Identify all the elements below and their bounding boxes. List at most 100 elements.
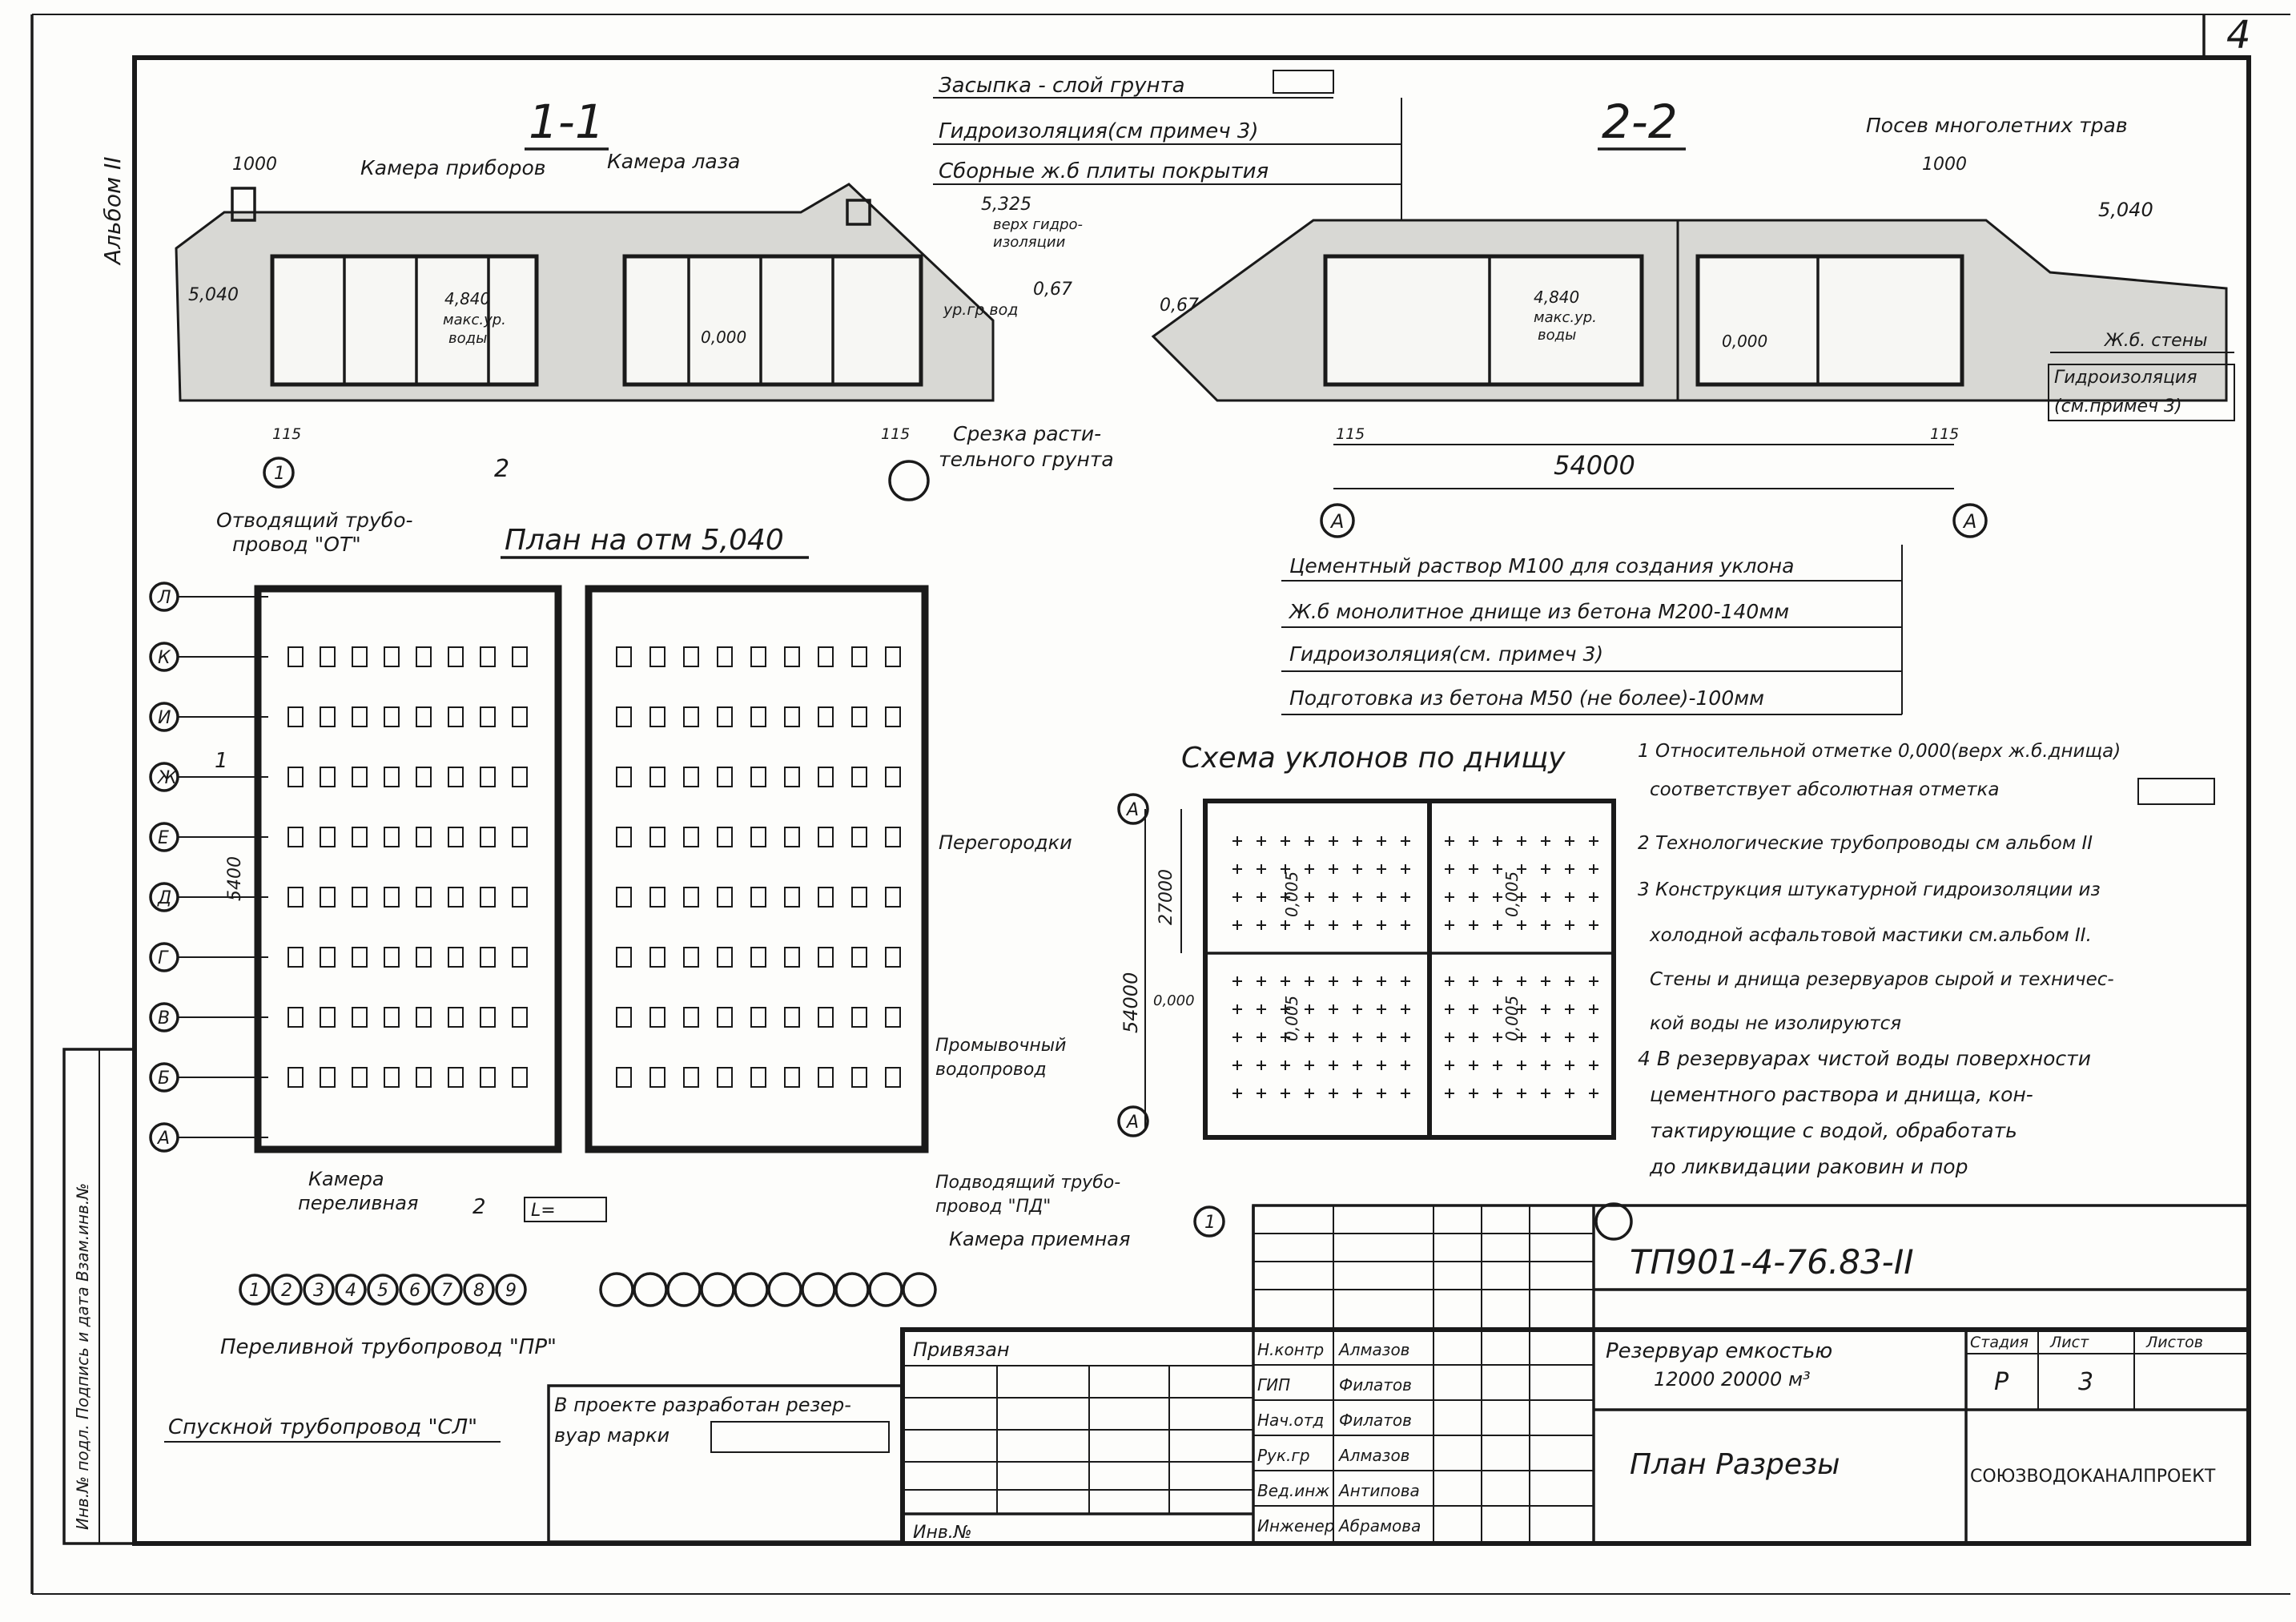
label-grass: Посев многолетних трав	[1866, 114, 2128, 137]
axis-1-a: 1	[274, 464, 285, 484]
column-cell	[480, 1067, 496, 1088]
dim-27000: 27000	[1156, 869, 1176, 925]
column-cell	[616, 827, 632, 847]
stage-val: Р	[1994, 1368, 2009, 1396]
plan-col-circle	[431, 1274, 463, 1306]
note-4: холодной асфальтовой мастики см.альбом I…	[1649, 925, 2092, 946]
column-cell	[649, 1007, 665, 1028]
column-cell	[683, 706, 699, 727]
level-4840-a: 4,840	[444, 289, 490, 308]
plan-col-label: 2	[281, 1281, 292, 1301]
max-level-a: макс.ур.	[443, 312, 506, 328]
slope-a: 0,67	[1033, 280, 1072, 300]
slope-val-1: 0,005	[1282, 871, 1301, 917]
intake-camera: Камера приемная	[949, 1228, 1130, 1250]
column-cell	[416, 947, 432, 968]
org-name: СОЮЗВОДОКАНАЛПРОЕКТ	[1970, 1467, 2216, 1487]
axis-a-2: А	[1962, 510, 1976, 533]
tb-role: Нач.отд	[1257, 1411, 1324, 1430]
column-cell	[448, 706, 464, 727]
column-cell	[480, 706, 496, 727]
plan-row-label: Ж	[156, 768, 178, 788]
column-cell	[851, 1007, 867, 1028]
column-cell	[416, 1067, 432, 1088]
level-0000-b: 0,000	[1722, 332, 1767, 351]
column-cell	[818, 1067, 834, 1088]
plan-col-circle	[367, 1274, 399, 1306]
tb-role: Вед.инж	[1257, 1481, 1329, 1500]
column-cell	[448, 1067, 464, 1088]
column-cell	[885, 887, 901, 908]
column-cell	[512, 1067, 528, 1088]
sheets-h: Листов	[2145, 1334, 2203, 1351]
column-cell	[448, 827, 464, 847]
column-cell	[288, 646, 304, 667]
plan-tank-left	[254, 585, 562, 1153]
column-cell	[512, 947, 528, 968]
plan-col-label: 9	[505, 1281, 517, 1301]
sheet-val: 3	[2078, 1368, 2093, 1396]
ref-line-2: вуар марки	[554, 1424, 669, 1447]
tb-role: Рук.гр	[1257, 1446, 1310, 1465]
column-cell	[416, 887, 432, 908]
plan-row-label: Г	[158, 948, 169, 968]
column-cell	[750, 1007, 766, 1028]
slope-panel-right	[1427, 799, 1616, 1140]
cut-mark-2: 2	[494, 455, 509, 483]
column-cell	[352, 1007, 368, 1028]
left-vertical-stamp: Инв.№ подл. Подпись и дата Взам.инв.№	[73, 1183, 92, 1530]
column-cell	[384, 887, 400, 908]
column-cell	[717, 887, 733, 908]
column-cell	[352, 767, 368, 787]
column-cell	[683, 1067, 699, 1088]
label-camera-hatch: Камера лаза	[607, 150, 740, 173]
column-cell	[818, 706, 834, 727]
max-level-b: воды	[448, 330, 487, 347]
tb-role: ГИП	[1257, 1375, 1290, 1395]
plan-col-circle	[399, 1274, 431, 1306]
column-cell	[851, 827, 867, 847]
tb-name: Антипова	[1337, 1481, 1420, 1500]
plan-col-circle-empty	[633, 1272, 668, 1307]
column-cell	[288, 827, 304, 847]
inlet-pipe-a: Подводящий трубо-	[935, 1173, 1120, 1193]
column-cell	[288, 767, 304, 787]
plan-col-circle	[495, 1274, 527, 1306]
doc-code: ТП901-4-76.83-II	[1630, 1242, 1914, 1282]
plan-col-circle-empty	[801, 1272, 836, 1307]
axis-a-1: А	[1329, 510, 1344, 533]
column-cell	[851, 887, 867, 908]
slope-panel-left	[1203, 799, 1432, 1140]
plan-row-label: К	[158, 648, 171, 668]
column-cell	[480, 646, 496, 667]
column-cell	[851, 646, 867, 667]
column-cell	[448, 887, 464, 908]
column-cell	[616, 706, 632, 727]
column-cell	[649, 646, 665, 667]
corner-number: 4	[2226, 13, 2251, 58]
column-cell	[750, 887, 766, 908]
column-cell	[818, 1007, 834, 1028]
column-cell	[384, 827, 400, 847]
plan-row-label: Д	[157, 888, 171, 908]
dim-54000: 54000	[1120, 972, 1142, 1033]
column-cell	[784, 1007, 800, 1028]
plan-title: План на отм 5,040	[505, 524, 784, 557]
plan-col-label: 7	[441, 1281, 452, 1301]
plan-row-label: Л	[157, 588, 171, 608]
slope-scheme: Схема уклонов по днищу 0,005 0,005 0,005…	[1117, 742, 1633, 1241]
column-cell	[320, 887, 336, 908]
l-mark: L=	[531, 1201, 556, 1221]
overflow-camera-b: переливная	[298, 1192, 418, 1214]
notes: 1 Относительной отметке 0,000(верх ж.б.д…	[1638, 741, 2215, 1178]
column-cell	[320, 1067, 336, 1088]
column-cell	[717, 767, 733, 787]
column-cell	[384, 646, 400, 667]
cut-soil-b: тельного грунта	[939, 448, 1114, 471]
level-5325: 5,325	[981, 195, 1031, 215]
note-5: Стены и днища резервуаров сырой и технич…	[1650, 969, 2114, 990]
slope-axis-a-bot: А	[1125, 1113, 1139, 1133]
reference-box: В проекте разработан резер- вуар марки	[547, 1384, 904, 1544]
